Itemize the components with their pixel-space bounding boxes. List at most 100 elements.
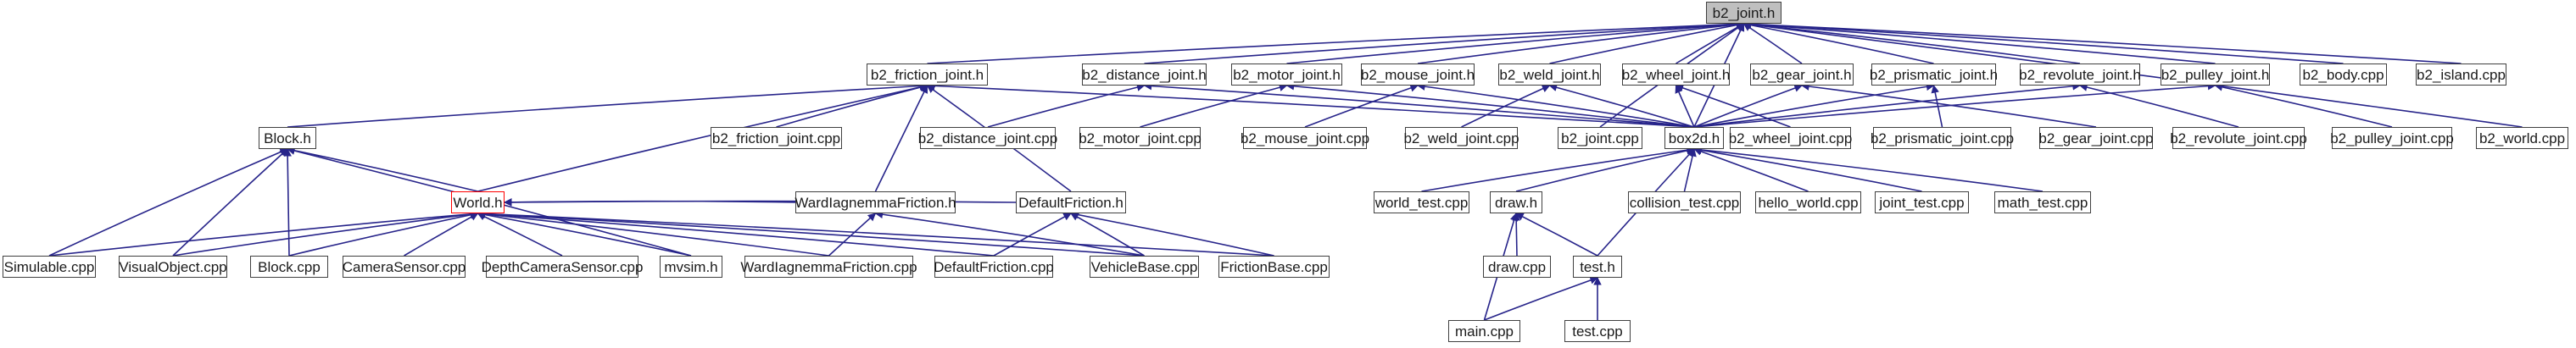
graph-edge [1417,82,1695,128]
graph-edge [1070,210,1274,257]
graph-edge [404,213,479,257]
graph-edge [477,209,1274,257]
graph-edge [1512,213,1520,257]
graph-edge [1143,81,1695,128]
graph-edge [2079,83,2239,128]
graph-node-b2-prismatic-joint-cpp[interactable]: b2_prismatic_joint.cpp [1871,127,2014,149]
graph-node-b2-motor-joint-h[interactable]: b2_motor_joint.h [1231,64,1342,86]
graph-node-b2-pulley-joint-cpp[interactable]: b2_pulley_joint.cpp [2330,127,2454,149]
graph-edge [1286,19,1745,64]
graph-edge [1742,20,2081,64]
graph-node-b2-wheel-joint-h[interactable]: b2_wheel_joint.h [1622,64,1730,86]
graph-node-b2-mouse-joint-h[interactable]: b2_mouse_joint.h [1361,64,1475,86]
graph-edge [1676,23,1745,64]
graph-edge [1461,85,1551,128]
graph-edge [776,83,928,128]
graph-node-draw-cpp[interactable]: draw.cpp [1483,256,1551,278]
graph-node-b2-distance-joint-h[interactable]: b2_distance_joint.h [1082,64,1207,86]
graph-node-Block-cpp[interactable]: Block.cpp [250,256,328,278]
graph-edge [172,210,479,257]
graph-edge [1801,82,2097,128]
graph-node-b2-distance-joint-cpp[interactable]: b2_distance_joint.cpp [918,127,1057,149]
graph-node-b2-pulley-joint-h[interactable]: b2_pulley_joint.h [2161,64,2270,86]
graph-edge [1549,20,1745,64]
graph-node-b2-world-cpp[interactable]: b2_world.cpp [2476,127,2568,149]
graph-edge [1070,213,1145,257]
graph-node-b2-island-cpp[interactable]: b2_island.cpp [2416,64,2506,86]
graph-node-b2-joint-cpp[interactable]: b2_joint.cpp [1558,127,1642,149]
graph-node-b2-body-cpp[interactable]: b2_body.cpp [2300,64,2387,86]
graph-edge [2214,83,2393,128]
graph-edge [1417,20,1745,64]
graph-node-joint-test-cpp[interactable]: joint_test.cpp [1875,191,1969,213]
graph-node-DefaultFriction-cpp[interactable]: DefaultFriction.cpp [934,256,1054,278]
graph-node-b2-gear-joint-cpp[interactable]: b2_gear_joint.cpp [2038,127,2154,149]
graph-edge [1742,19,2344,64]
graph-edge [1683,148,1697,192]
graph-node-draw-h[interactable]: draw.h [1490,191,1542,213]
graph-node-main-cpp[interactable]: main.cpp [1448,320,1520,342]
graph-edge [828,213,877,257]
graph-node-VisualObject-cpp[interactable]: VisualObject.cpp [119,256,227,278]
graph-node-b2-mouse-joint-cpp[interactable]: b2_mouse_joint.cpp [1241,127,1369,149]
graph-edge [1515,213,1598,257]
graph-node-b2-weld-joint-h[interactable]: b2_weld_joint.h [1498,64,1601,86]
graph-edge [283,148,292,257]
graph-edge [987,83,1146,128]
graph-node-DefaultFriction-h[interactable]: DefaultFriction.h [1016,191,1126,213]
graph-node-b2-gear-joint-h[interactable]: b2_gear_joint.h [1750,64,1854,86]
graph-edge [1742,19,2216,64]
graph-node-b2-joint-h[interactable]: b2_joint.h [1706,2,1781,24]
graph-node-b2-weld-joint-cpp[interactable]: b2_weld_joint.cpp [1403,127,1519,149]
graph-edge [874,210,1145,257]
graph-node-test-h[interactable]: test.h [1573,256,1622,278]
graph-node-Simulable-cpp[interactable]: Simulable.cpp [3,256,96,278]
graph-edge [1931,85,1943,128]
graph-node-test-cpp[interactable]: test.cpp [1564,320,1631,342]
graph-edge [477,209,995,257]
graph-node-b2-wheel-joint-cpp[interactable]: b2_wheel_joint.cpp [1729,127,1852,149]
graph-node-VehicleBase-cpp[interactable]: VehicleBase.cpp [1090,256,1199,278]
graph-edge [1693,146,1922,192]
graph-edge [288,211,479,257]
graph-edge [926,81,1695,128]
graph-node-b2-prismatic-joint-h[interactable]: b2_prismatic_joint.h [1870,64,1998,86]
graph-node-WardIagnemmaFriction-cpp[interactable]: WardIagnemmaFriction.cpp [740,256,917,278]
graph-node-b2-revolute-joint-cpp[interactable]: b2_revolute_joint.cpp [2170,127,2307,149]
graph-edge [287,146,478,192]
graph-edge [1144,19,1745,64]
graph-edge [1484,276,1598,321]
graph-node-FrictionBase-cpp[interactable]: FrictionBase.cpp [1218,256,1330,278]
graph-edge [1742,20,1934,64]
graph-edge [477,210,829,257]
graph-edge [1693,81,2216,128]
graph-node-World-h[interactable]: World.h [451,191,505,213]
graph-node-b2-motor-joint-cpp[interactable]: b2_motor_joint.cpp [1079,127,1202,149]
graph-edge [1675,85,1695,128]
graph-edge [477,210,692,257]
graph-edge [1675,84,1791,128]
graph-edge [1304,84,1419,128]
graph-node-CameraSensor-cpp[interactable]: CameraSensor.cpp [343,256,466,278]
graph-node-WardIagnemmaFriction-h[interactable]: WardIagnemmaFriction.h [795,191,956,213]
graph-node-hello-world-cpp[interactable]: hello_world.cpp [1755,191,1861,213]
graph-node-b2-revolute-joint-h[interactable]: b2_revolute_joint.h [2019,64,2141,86]
graph-node-mvsim-h[interactable]: mvsim.h [660,256,722,278]
graph-edge [1421,146,1695,192]
graph-node-b2-friction-joint-cpp[interactable]: b2_friction_joint.cpp [711,127,842,149]
graph-node-world-test-cpp[interactable]: world_test.cpp [1374,191,1469,213]
graph-edge [1693,146,2044,192]
graph-node-math-test-cpp[interactable]: math_test.cpp [1994,191,2091,213]
graph-node-collision-test-cpp[interactable]: collision_test.cpp [1628,191,1741,213]
graph-edge [1742,23,1803,64]
graph-edge [1285,81,1695,128]
graph-edge [1515,146,1695,192]
graph-node-Block-h[interactable]: Block.h [259,127,316,149]
graph-edge [1693,147,1809,192]
graph-node-DepthCameraSensor-cpp[interactable]: DepthCameraSensor.cpp [482,256,643,278]
graph-node-b2-friction-joint-h[interactable]: b2_friction_joint.h [867,64,988,86]
graph-edge [1693,84,1803,128]
graph-node-box2d-h[interactable]: box2d.h [1664,127,1724,149]
graph-edge [48,148,288,257]
